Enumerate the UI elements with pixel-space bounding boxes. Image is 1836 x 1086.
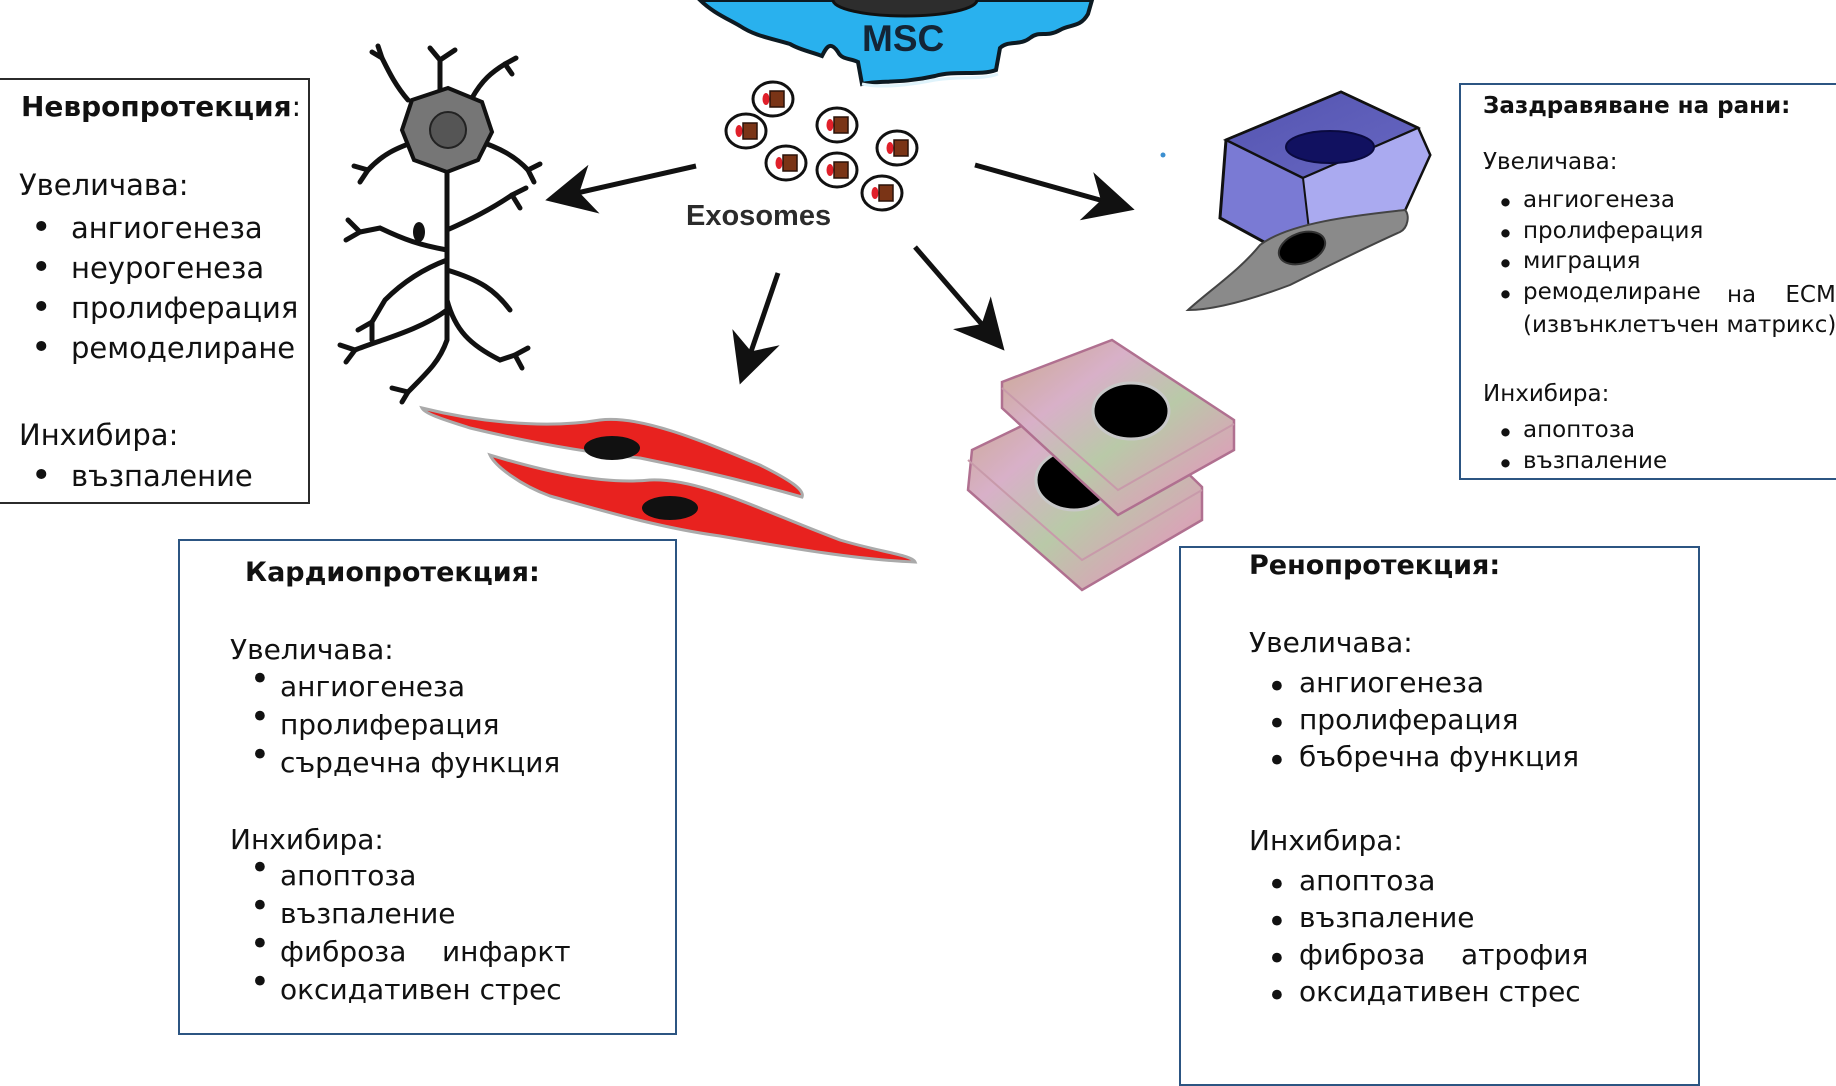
list-item: ангиогенеза: [250, 660, 560, 706]
exosome-cluster: [724, 80, 919, 212]
arrow-to-kidney-cells: [913, 245, 1005, 351]
increases-label: Увеличава:: [1483, 149, 1618, 175]
increases-list: ангиогенеза неурогенеза пролиферация рем…: [31, 208, 298, 368]
neuroprotection-box: Невропротекция: Увеличава: ангиогенеза н…: [0, 78, 310, 504]
list-item: възпаление: [1497, 446, 1667, 479]
list-item: ремоделиране: [31, 328, 298, 368]
msc-cell: [697, 0, 1095, 88]
list-item: възпаление: [31, 456, 253, 496]
cardioprotection-title: Кардиопротекция:: [245, 557, 540, 588]
inhibits-list: апоптоза възпаление фиброза атрофия окси…: [1267, 862, 1588, 1014]
exosome: [764, 144, 808, 182]
list-item: ангиогенеза: [1497, 185, 1703, 218]
increases-list: ангиогенеза пролиферация сърдечна функци…: [250, 660, 560, 782]
list-item: оксидативен стрес: [1267, 973, 1588, 1014]
neuron: [337, 43, 543, 405]
diagram-illustration: [337, 0, 1432, 592]
list-item: неурогенеза: [31, 248, 298, 288]
list-item: фиброза атрофия: [1267, 936, 1588, 977]
renoprotection-box: Ренопротекция: Увеличава: ангиогенеза пр…: [1179, 546, 1700, 1086]
inhibits-list: апоптоза възпаление фиброза инфаркт окси…: [250, 849, 571, 1009]
list-item: възпаление: [250, 887, 571, 933]
ecm-text: на ЕСМ: [1727, 282, 1836, 308]
list-item: пролиферация: [31, 288, 298, 328]
inhibits-list: апоптоза възпаление: [1497, 415, 1667, 479]
inhibits-label: Инхибира:: [1249, 824, 1403, 857]
list-item: ангиогенеза: [31, 208, 298, 248]
inhibits-list: възпаление: [31, 456, 253, 496]
list-item: бъбречна функция: [1267, 738, 1579, 779]
exosomes-label: Exosomes: [686, 200, 832, 232]
fibroblast-nucleus: [1277, 230, 1327, 266]
neuron-soma: [399, 85, 495, 175]
list-item: апоптоза: [1267, 862, 1588, 903]
list-item: миграция: [1497, 246, 1703, 279]
arrow-to-skin-cells: [974, 162, 1135, 221]
list-item: апоптоза: [250, 849, 571, 895]
keratinocyte-nucleus: [1285, 130, 1375, 164]
cardiomyocytes: [419, 405, 918, 564]
cardioprotection-box: Кардиопротекция: Увеличава: ангиогенеза …: [178, 539, 677, 1035]
list-item: апоптоза: [1497, 415, 1667, 448]
list-item: ремоделиране: [1497, 277, 1703, 310]
exosome: [860, 174, 904, 212]
glial-nucleus: [413, 222, 425, 242]
kidney-cells: [966, 338, 1236, 592]
neuroprotection-title-colon: :: [291, 90, 302, 123]
exosome: [724, 112, 768, 150]
neuron-nucleus: [429, 111, 467, 149]
increases-label: Увеличава:: [1249, 626, 1413, 659]
increases-label: Увеличава:: [19, 168, 189, 202]
list-item: възпаление: [1267, 899, 1588, 940]
arrow-to-cardiomyocytes: [732, 272, 781, 385]
renoprotection-title: Ренопротекция:: [1249, 550, 1501, 581]
inhibits-label: Инхибира:: [1483, 381, 1610, 407]
skin-cells: [1185, 90, 1432, 312]
list-item: пролиферация: [1267, 701, 1579, 742]
list-item: пролиферация: [250, 698, 560, 744]
inhibits-label: Инхибира:: [19, 418, 179, 452]
list-item: оксидативен стрес: [250, 963, 571, 1009]
wound-healing-box: Заздравяване на рани: Увеличава: ангиоге…: [1459, 83, 1836, 480]
list-item: ангиогенеза: [1267, 664, 1579, 705]
msc-label: MSC: [862, 18, 945, 59]
stray-dot: [1160, 152, 1166, 158]
exosome: [875, 129, 919, 167]
list-item: пролиферация: [1497, 216, 1703, 249]
neuroprotection-title: Невропротекция:: [21, 90, 301, 123]
list-item: сърдечна функция: [250, 736, 560, 782]
msc-nucleus: [831, 0, 979, 18]
exosome: [815, 106, 859, 144]
neuroprotection-title-text: Невропротекция: [21, 90, 292, 123]
arrow-to-neuron: [545, 163, 697, 214]
increases-list: ангиогенеза пролиферация миграция ремоде…: [1497, 185, 1703, 310]
wound-healing-title: Заздравяване на рани:: [1483, 93, 1791, 119]
increases-list: ангиогенеза пролиферация бъбречна функци…: [1267, 664, 1579, 779]
exosome: [751, 80, 795, 118]
list-item: фиброза инфаркт: [250, 925, 571, 971]
ecm-expansion: (извънклетъчен матрикс): [1523, 312, 1836, 338]
exosome: [815, 151, 859, 189]
